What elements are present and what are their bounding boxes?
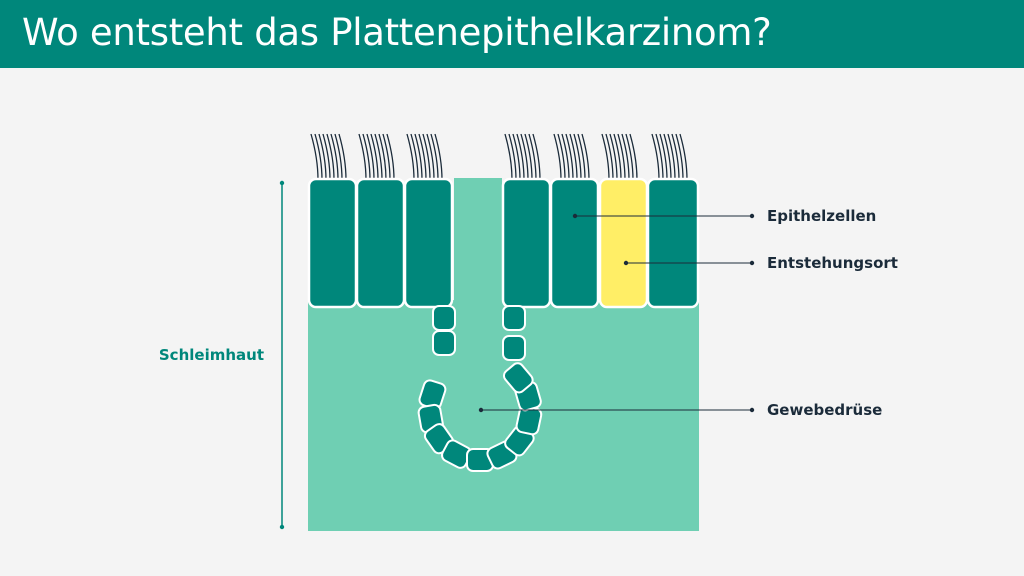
epithelial-cell <box>549 177 600 309</box>
epithelial-cell <box>403 177 454 309</box>
epithelial-cell <box>307 177 358 309</box>
epithelial-cell <box>501 177 552 309</box>
header-bar: Wo entsteht das Plattenepithelkarzinom? <box>0 0 1024 68</box>
gland-segment <box>502 335 526 361</box>
origin-cell-highlight <box>598 177 649 309</box>
label-gewebedruese: Gewebedrüse <box>767 401 882 419</box>
gland-segment <box>432 330 456 356</box>
gland-duct <box>454 178 502 308</box>
side-label-schleimhaut: Schleimhaut <box>159 346 264 364</box>
label-epithelzellen: Epithelzellen <box>767 207 876 225</box>
epithelial-cell <box>355 177 406 309</box>
epithelial-cells <box>307 177 700 309</box>
mucosa-bracket <box>279 180 285 530</box>
cilia-group <box>310 133 688 181</box>
gland-segment <box>432 305 456 331</box>
page-title: Wo entsteht das Plattenepithelkarzinom? <box>22 11 772 54</box>
gland-segment <box>502 362 534 394</box>
mucosa-tissue <box>308 300 699 531</box>
gland-segment <box>502 305 526 331</box>
gland-segments <box>417 305 543 472</box>
leader-lines <box>478 213 755 413</box>
label-entstehungsort: Entstehungsort <box>767 254 898 272</box>
epithelial-cell <box>646 177 700 309</box>
